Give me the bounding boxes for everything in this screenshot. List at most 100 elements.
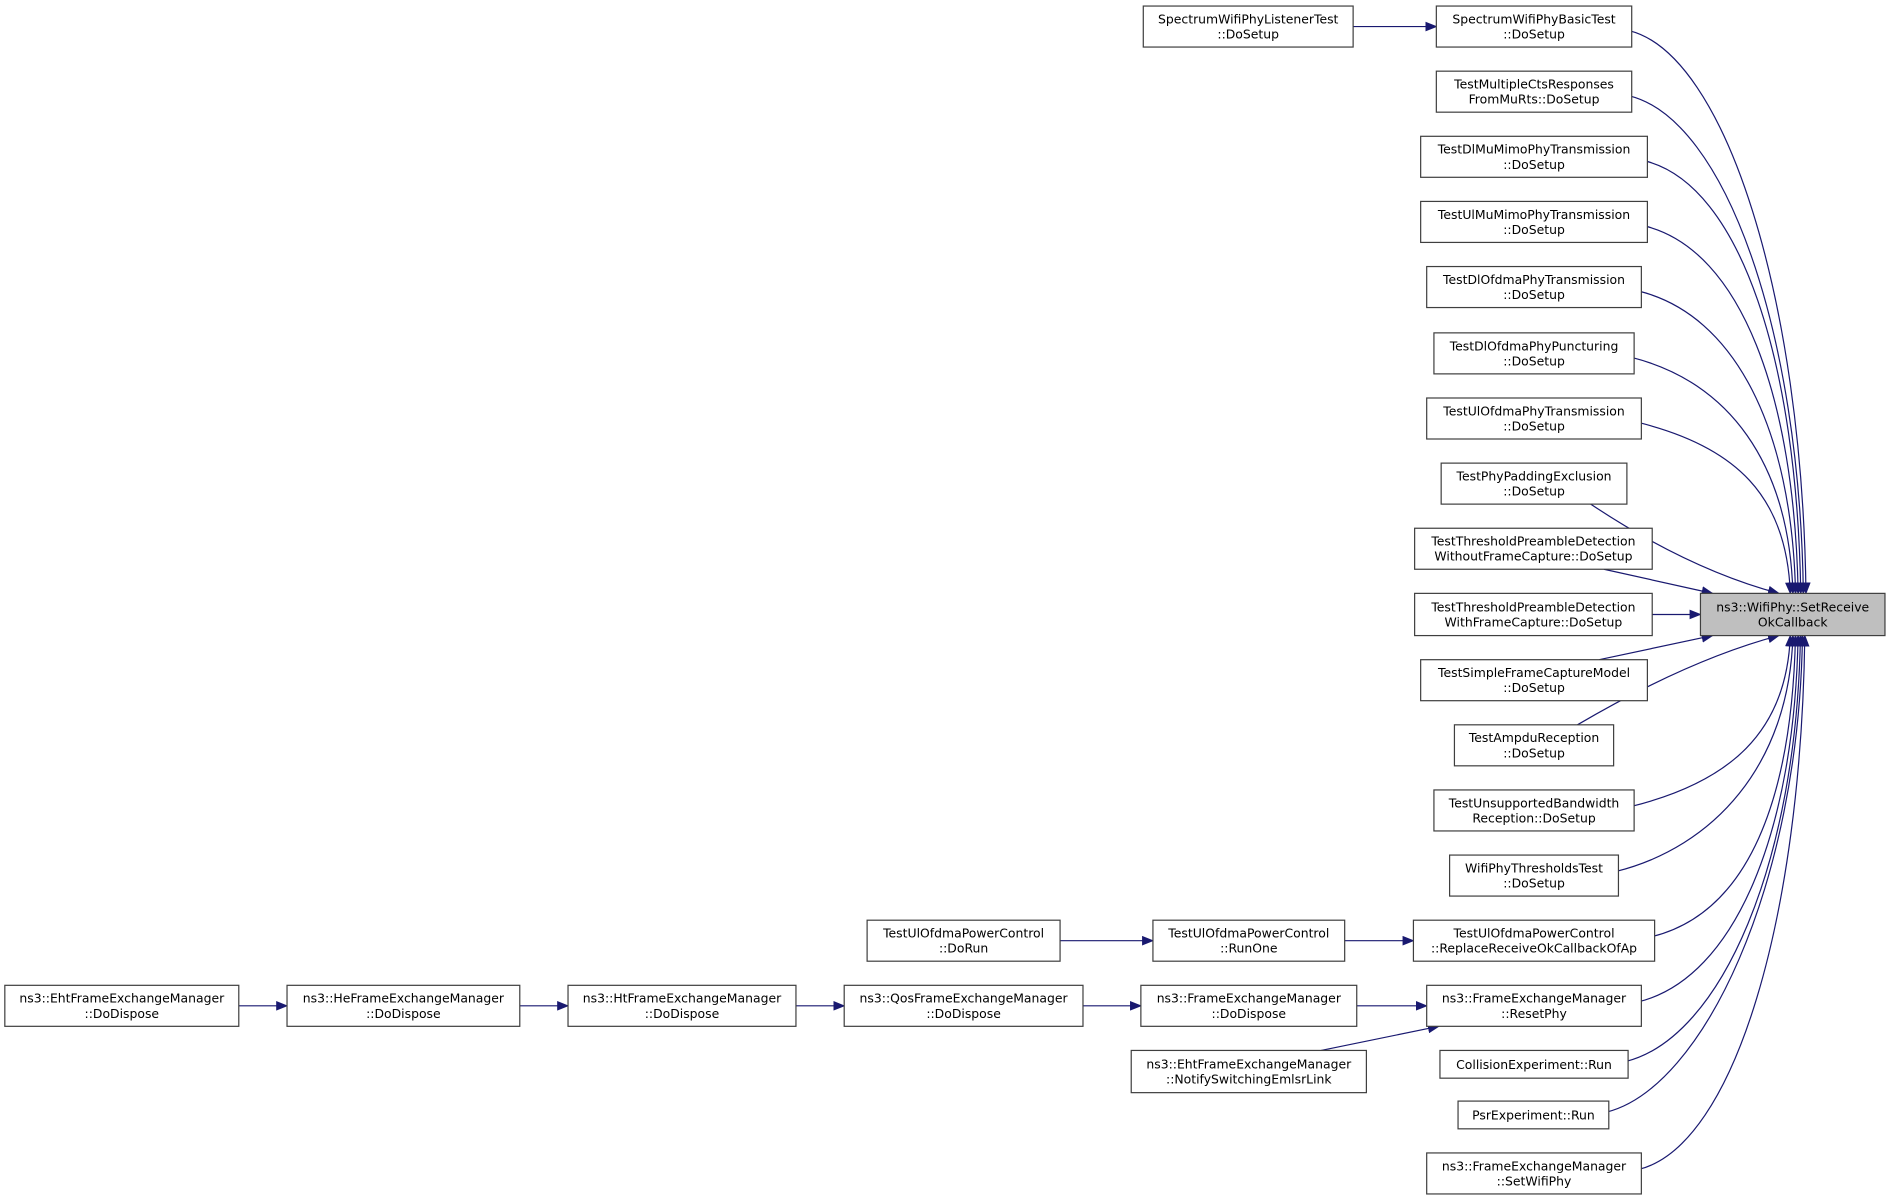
node-label: ::SetWifiPhy bbox=[1497, 1173, 1572, 1188]
node-label: ::DoDispose bbox=[1212, 1006, 1287, 1021]
call-edge bbox=[1590, 503, 1781, 596]
node-label: ::DoDispose bbox=[645, 1006, 720, 1021]
node-testdlmumimophytransmission-dosetup[interactable]: TestDlMuMimoPhyTransmission::DoSetup bbox=[1420, 135, 1648, 178]
node-label: ::DoSetup bbox=[1503, 353, 1565, 368]
node-wifiphythresholdstest-dosetup[interactable]: WifiPhyThresholdsTest::DoSetup bbox=[1449, 854, 1620, 897]
node-label: ::NotifySwitchingEmlsrLink bbox=[1166, 1072, 1332, 1087]
node-box bbox=[1426, 984, 1642, 1027]
node-label: SpectrumWifiPhyListenerTest bbox=[1158, 11, 1339, 26]
node-box bbox=[1426, 265, 1642, 309]
node-label: TestUlOfdmaPowerControl bbox=[882, 926, 1044, 941]
node-label: SpectrumWifiPhyBasicTest bbox=[1452, 11, 1615, 26]
node-label: WithoutFrameCapture::DoSetup bbox=[1434, 549, 1632, 564]
node-testulofdmapowercontrol-runone[interactable]: TestUlOfdmaPowerControl::RunOne bbox=[1152, 919, 1346, 962]
call-edge bbox=[1652, 634, 1801, 938]
node-box bbox=[1414, 592, 1653, 637]
node-ns3-qosframeexchangemanager-dodispose[interactable]: ns3::QosFrameExchangeManager::DoDispose bbox=[843, 984, 1084, 1027]
call-edge bbox=[1638, 422, 1795, 595]
node-box bbox=[1435, 5, 1633, 48]
call-edge bbox=[1638, 634, 1810, 1170]
node-box bbox=[1420, 659, 1648, 702]
call-edge bbox=[1638, 290, 1801, 595]
node-spectrumwifiphylistenertest-dosetup[interactable]: SpectrumWifiPhyListenerTest::DoSetup bbox=[1142, 5, 1354, 48]
node-testulofdmaphytransmission-dosetup[interactable]: TestUlOfdmaPhyTransmission::DoSetup bbox=[1426, 397, 1642, 440]
node-label: OkCallback bbox=[1758, 614, 1828, 629]
node-box bbox=[1440, 462, 1628, 505]
node-psrexperiment-run[interactable]: PsrExperiment::Run bbox=[1457, 1100, 1610, 1130]
node-box bbox=[1699, 592, 1886, 637]
node-label: ns3::WifiPhy::SetReceive bbox=[1716, 599, 1869, 614]
node-testulofdmapowercontrol-replacereceiveokcallbackofap[interactable]: TestUlOfdmaPowerControl::ReplaceReceiveO… bbox=[1412, 919, 1656, 962]
node-label: ::DoSetup bbox=[1503, 745, 1565, 760]
node-label: ::DoRun bbox=[939, 941, 988, 956]
node-label: PsrExperiment::Run bbox=[1472, 1107, 1595, 1122]
node-box bbox=[1435, 70, 1633, 113]
node-label: ::DoSetup bbox=[1503, 680, 1565, 695]
node-testulmumimophytransmission-dosetup[interactable]: TestUlMuMimoPhyTransmission::DoSetup bbox=[1420, 200, 1648, 244]
node-testulofdmapowercontrol-dorun[interactable]: TestUlOfdmaPowerControl::DoRun bbox=[866, 919, 1061, 962]
node-label: ::ReplaceReceiveOkCallbackOfAp bbox=[1431, 941, 1637, 956]
node-label: ::DoSetup bbox=[1503, 484, 1565, 499]
call-edge bbox=[1638, 634, 1803, 1003]
node-box bbox=[1420, 135, 1648, 178]
node-label: ns3::HeFrameExchangeManager bbox=[303, 991, 505, 1006]
node-ns3-ehtframeexchangemanager-notifyswitchingemlsrlink[interactable]: ns3::EhtFrameExchangeManager::NotifySwit… bbox=[1130, 1049, 1367, 1094]
edges bbox=[238, 21, 1811, 1170]
node-label: ::DoSetup bbox=[1503, 418, 1565, 433]
node-box bbox=[1140, 984, 1358, 1027]
node-box bbox=[1420, 200, 1648, 244]
node-label: FromMuRts::DoSetup bbox=[1469, 92, 1600, 107]
node-testthresholdpreambledetection-withoutframecapture-dosetup[interactable]: TestThresholdPreambleDetectionWithoutFra… bbox=[1414, 527, 1653, 570]
node-box bbox=[1142, 5, 1354, 48]
node-label: ::DoDispose bbox=[366, 1006, 441, 1021]
node-ns3-frameexchangemanager-resetphy[interactable]: ns3::FrameExchangeManager::ResetPhy bbox=[1426, 984, 1642, 1027]
node-spectrumwifiphybasictest-dosetup[interactable]: SpectrumWifiPhyBasicTest::DoSetup bbox=[1435, 5, 1633, 48]
node-ns3-frameexchangemanager-dodispose[interactable]: ns3::FrameExchangeManager::DoDispose bbox=[1140, 984, 1358, 1027]
node-ns3-heframeexchangemanager-dodispose[interactable]: ns3::HeFrameExchangeManager::DoDispose bbox=[286, 984, 521, 1027]
node-label: WifiPhyThresholdsTest bbox=[1465, 860, 1603, 875]
node-label: ::DoSetup bbox=[1503, 157, 1565, 172]
node-testampdureception-dosetup[interactable]: TestAmpduReception::DoSetup bbox=[1453, 724, 1615, 767]
node-testmultiplectsresponses-frommurts-dosetup[interactable]: TestMultipleCtsResponsesFromMuRts::DoSet… bbox=[1435, 70, 1633, 113]
node-testsimpleframecapturemodel-dosetup[interactable]: TestSimpleFrameCaptureModel::DoSetup bbox=[1420, 659, 1648, 702]
node-label: ::DoSetup bbox=[1217, 27, 1279, 42]
node-collisionexperiment-run[interactable]: CollisionExperiment::Run bbox=[1439, 1049, 1629, 1079]
node-label: ::DoDispose bbox=[85, 1006, 160, 1021]
node-box bbox=[866, 919, 1061, 962]
node-label: ns3::EhtFrameExchangeManager bbox=[19, 991, 225, 1006]
call-edge bbox=[1644, 160, 1806, 595]
node-label: TestUlOfdmaPowerControl bbox=[1167, 926, 1329, 941]
node-testdlofdmaphypuncturing-dosetup[interactable]: TestDlOfdmaPhyPuncturing::DoSetup bbox=[1433, 332, 1635, 375]
node-ns3-frameexchangemanager-setwifiphy[interactable]: ns3::FrameExchangeManager::SetWifiPhy bbox=[1426, 1152, 1642, 1195]
call-edge bbox=[1603, 568, 1714, 596]
node-box bbox=[1449, 854, 1620, 897]
node-testthresholdpreambledetection-withframecapture-dosetup[interactable]: TestThresholdPreambleDetectionWithFrameC… bbox=[1414, 592, 1653, 637]
node-box bbox=[567, 984, 797, 1027]
node-label: ns3::FrameExchangeManager bbox=[1442, 991, 1627, 1006]
node-label: ns3::HtFrameExchangeManager bbox=[583, 991, 782, 1006]
node-box bbox=[1152, 919, 1346, 962]
node-box bbox=[1426, 397, 1642, 440]
node-label: ::RunOne bbox=[1220, 941, 1277, 956]
node-label: ::DoSetup bbox=[1503, 222, 1565, 237]
node-testunsupportedbandwidth-reception-dosetup[interactable]: TestUnsupportedBandwidthReception::DoSet… bbox=[1433, 789, 1635, 832]
node-box bbox=[286, 984, 521, 1027]
node-label: TestSimpleFrameCaptureModel bbox=[1437, 665, 1630, 680]
call-edge bbox=[1321, 1023, 1440, 1052]
node-label: TestDlOfdmaPhyPuncturing bbox=[1449, 338, 1619, 353]
node-ns3-htframeexchangemanager-dodispose[interactable]: ns3::HtFrameExchangeManager::DoDispose bbox=[567, 984, 797, 1027]
node-box bbox=[4, 984, 240, 1027]
call-edge bbox=[1631, 356, 1798, 595]
call-edge bbox=[1629, 95, 1809, 595]
node-testphypaddingexclusion-dosetup[interactable]: TestPhyPaddingExclusion::DoSetup bbox=[1440, 462, 1628, 505]
node-testdlofdmaphytransmission-dosetup[interactable]: TestDlOfdmaPhyTransmission::DoSetup bbox=[1426, 265, 1642, 309]
node-label: ::DoDispose bbox=[926, 1006, 1001, 1021]
node-label: TestThresholdPreambleDetection bbox=[1430, 599, 1635, 614]
node-box bbox=[1433, 332, 1635, 375]
node-box bbox=[1433, 789, 1635, 832]
node-ns3-ehtframeexchangemanager-dodispose[interactable]: ns3::EhtFrameExchangeManager::DoDispose bbox=[4, 984, 240, 1027]
node-box bbox=[1412, 919, 1656, 962]
